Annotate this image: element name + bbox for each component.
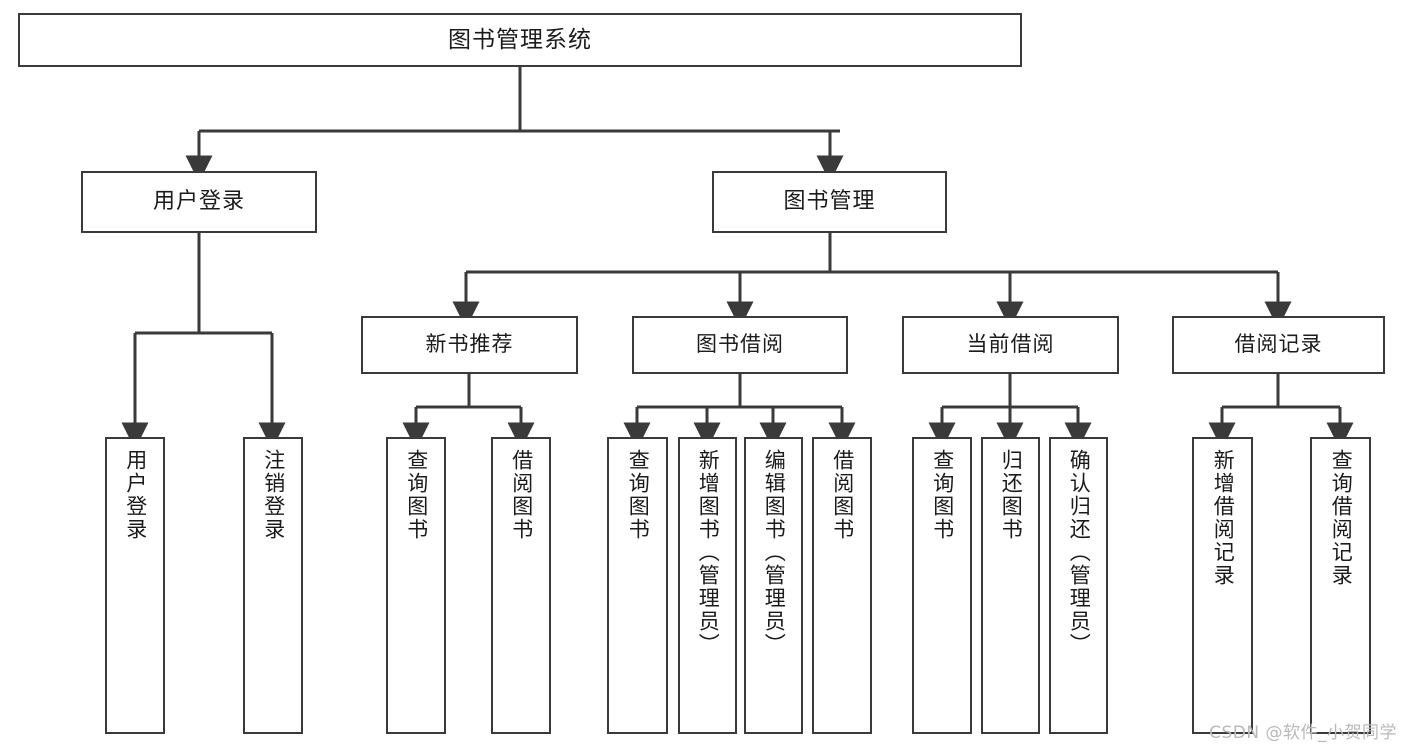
node-leaf-query-book-3-label: 查询图书 (930, 449, 955, 541)
node-root-label: 图书管理系统 (448, 26, 592, 53)
node-leaf-return-book[interactable]: 归还图书 (981, 437, 1040, 734)
node-user-login[interactable]: 用户登录 (81, 171, 317, 233)
node-leaf-add-book-label: 新增图书（管理员） (696, 449, 721, 656)
node-leaf-query-book-2-label: 查询图书 (626, 449, 651, 541)
node-book-manage[interactable]: 图书管理 (712, 171, 947, 233)
node-book-borrow-label: 图书借阅 (696, 332, 784, 357)
node-leaf-edit-book-label: 编辑图书（管理员） (762, 449, 787, 656)
node-new-book-recommend-label: 新书推荐 (425, 332, 514, 357)
node-leaf-query-book-1-label: 查询图书 (404, 449, 429, 541)
node-current-borrow-label: 当前借阅 (966, 332, 1055, 357)
node-borrow-record[interactable]: 借阅记录 (1172, 316, 1385, 374)
node-leaf-borrow-book-1-label: 借阅图书 (509, 449, 534, 541)
node-book-borrow[interactable]: 图书借阅 (632, 316, 848, 374)
node-leaf-confirm-return-label: 确认归还（管理员） (1067, 449, 1092, 656)
node-leaf-query-book-1[interactable]: 查询图书 (386, 437, 446, 734)
node-leaf-add-record[interactable]: 新增借阅记录 (1192, 437, 1253, 734)
node-leaf-borrow-book-1[interactable]: 借阅图书 (491, 437, 551, 734)
node-new-book-recommend[interactable]: 新书推荐 (361, 316, 578, 374)
node-leaf-query-book-3[interactable]: 查询图书 (912, 437, 972, 734)
node-leaf-user-login-label: 用户登录 (123, 449, 148, 541)
node-leaf-user-login[interactable]: 用户登录 (105, 437, 165, 734)
node-leaf-borrow-book-2[interactable]: 借阅图书 (812, 437, 872, 734)
node-leaf-confirm-return[interactable]: 确认归还（管理员） (1049, 437, 1108, 734)
node-leaf-return-book-label: 归还图书 (999, 449, 1024, 541)
node-leaf-edit-book[interactable]: 编辑图书（管理员） (744, 437, 803, 734)
node-root[interactable]: 图书管理系统 (18, 13, 1022, 67)
node-leaf-add-book[interactable]: 新增图书（管理员） (678, 437, 737, 734)
node-leaf-query-record-label: 查询借阅记录 (1329, 449, 1354, 587)
node-leaf-logout-login[interactable]: 注销登录 (243, 437, 303, 734)
node-user-login-label: 用户登录 (152, 188, 245, 214)
node-leaf-add-record-label: 新增借阅记录 (1211, 449, 1236, 587)
node-leaf-query-record[interactable]: 查询借阅记录 (1310, 437, 1371, 734)
node-book-manage-label: 图书管理 (783, 188, 876, 214)
csdn-watermark: CSDN @软件_小贺同学 (1209, 723, 1397, 743)
node-leaf-query-book-2[interactable]: 查询图书 (607, 437, 668, 734)
node-leaf-borrow-book-2-label: 借阅图书 (830, 449, 855, 541)
node-borrow-record-label: 借阅记录 (1234, 332, 1323, 357)
node-current-borrow[interactable]: 当前借阅 (902, 316, 1119, 374)
node-leaf-logout-login-label: 注销登录 (261, 449, 286, 541)
